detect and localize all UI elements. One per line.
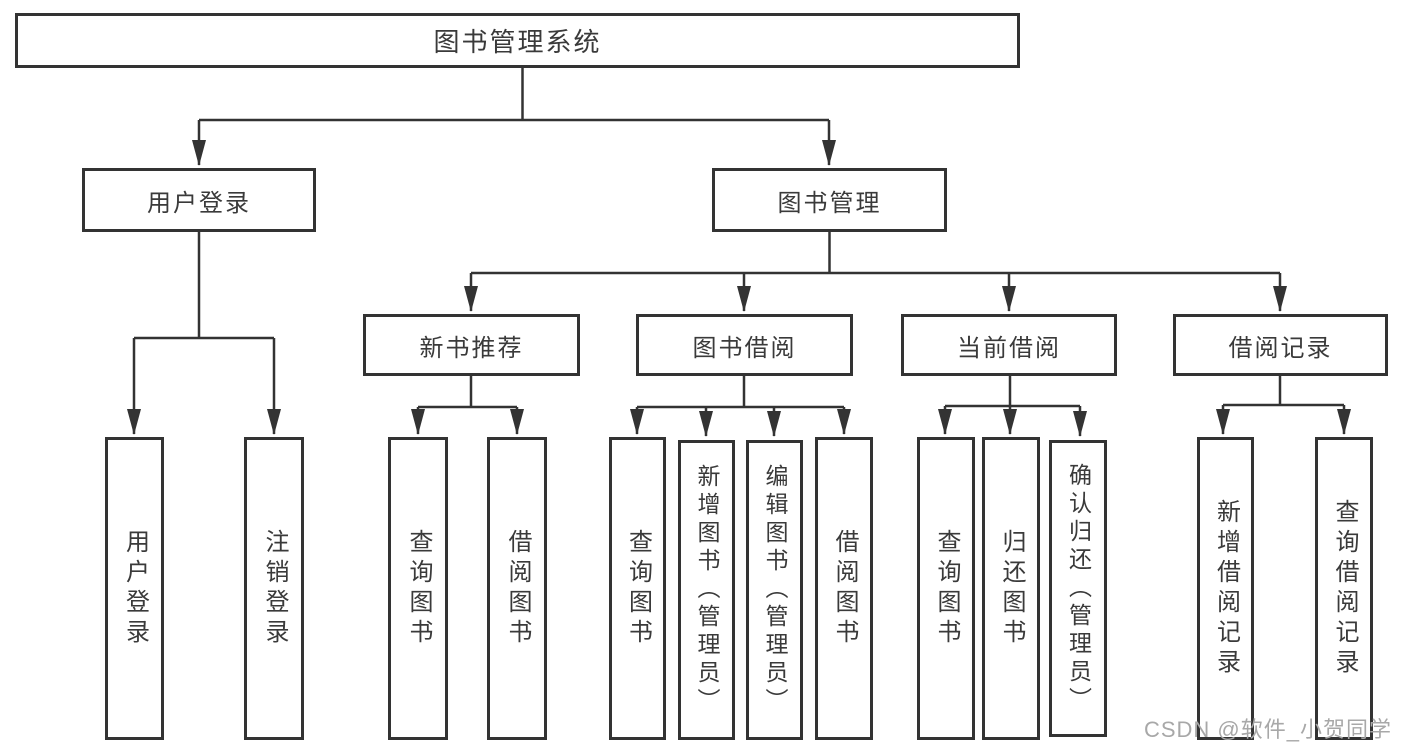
node-sub-user-login: 用户登录 — [105, 437, 164, 740]
node-bb-borrow-book: 借阅图书 — [815, 437, 873, 740]
node-label: 查询图书 — [624, 528, 652, 649]
node-nbr-query-book: 查询图书 — [388, 437, 448, 740]
csdn-watermark: CSDN @软件_小贺同学 — [1143, 717, 1392, 742]
node-label: 借阅记录 — [1228, 334, 1333, 362]
node-borrow-records: 借阅记录 — [1173, 314, 1388, 376]
edge-nbr-trunk — [418, 376, 517, 409]
node-label: 图书借阅 — [692, 334, 797, 362]
node-br-add-record: 新增借阅记录 — [1197, 437, 1254, 740]
node-label: 确认归还（管理员） — [1065, 462, 1092, 715]
node-cb-query-book: 查询图书 — [917, 437, 975, 740]
node-label: 查询借阅记录 — [1331, 498, 1358, 679]
node-book-management: 图书管理 — [712, 168, 947, 232]
node-label: 查询图书 — [405, 528, 432, 649]
node-label: 新书推荐 — [419, 334, 524, 362]
edge-br-trunk — [1223, 376, 1344, 407]
edge-bb-trunk — [637, 376, 844, 409]
node-br-query-record: 查询借阅记录 — [1315, 437, 1373, 740]
node-label: 编辑图书（管理员） — [762, 464, 788, 716]
node-bb-query-book: 查询图书 — [609, 437, 666, 740]
node-cb-confirm-return: 确认归还（管理员） — [1049, 440, 1107, 737]
node-label: 当前借阅 — [957, 334, 1061, 362]
node-label: 用户登录 — [121, 528, 149, 649]
node-bb-edit-book: 编辑图书（管理员） — [746, 440, 803, 740]
node-nbr-borrow-book: 借阅图书 — [487, 437, 547, 740]
node-label: 用户登录 — [147, 189, 251, 217]
node-cb-return-book: 归还图书 — [982, 437, 1040, 740]
edge-root-trunk — [199, 67, 829, 122]
node-current-borrow: 当前借阅 — [901, 314, 1117, 376]
node-label: 图书管理系统 — [433, 27, 602, 57]
node-label: 新增借阅记录 — [1212, 498, 1240, 679]
node-bb-add-book: 新增图书（管理员） — [678, 440, 735, 740]
edge-book-management-trunk — [471, 232, 1280, 275]
node-sub-logout: 注销登录 — [244, 437, 304, 740]
node-label: 借阅图书 — [831, 528, 858, 649]
edge-cb-trunk — [945, 376, 1080, 408]
node-label: 查询图书 — [933, 528, 960, 649]
node-library-system: 图书管理系统 — [15, 13, 1020, 68]
node-label: 新增图书（管理员） — [694, 464, 720, 716]
node-label: 借阅图书 — [504, 528, 531, 649]
node-new-book-recommend: 新书推荐 — [363, 314, 580, 376]
node-user-login: 用户登录 — [82, 168, 316, 232]
edge-user-login-trunk — [134, 232, 274, 340]
node-label: 归还图书 — [998, 528, 1025, 649]
node-book-borrow: 图书借阅 — [636, 314, 853, 376]
node-label: 图书管理 — [777, 189, 882, 217]
node-label: 注销登录 — [261, 528, 288, 649]
